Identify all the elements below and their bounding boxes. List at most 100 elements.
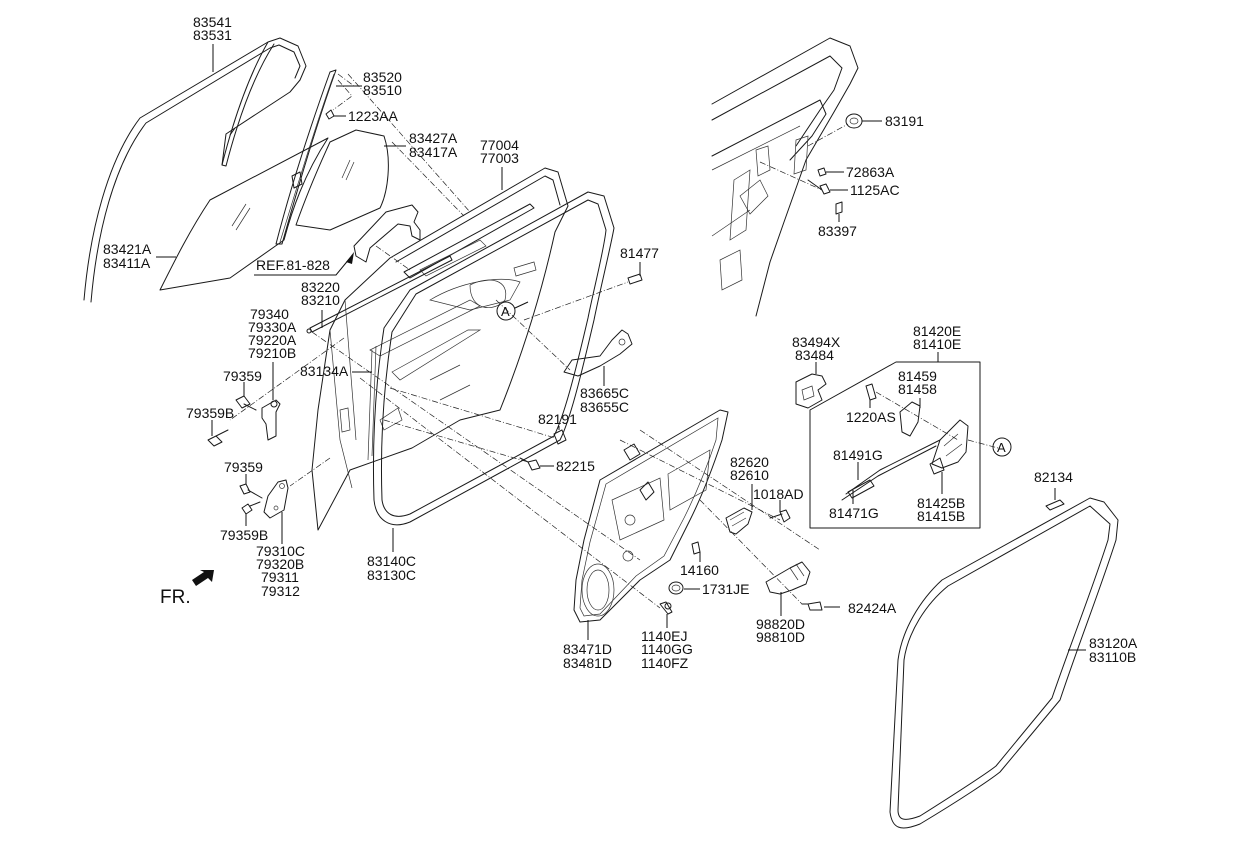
part-number-label[interactable]: 1125AC — [850, 182, 900, 198]
callout-bolt-81477[interactable]: 81477 — [620, 245, 659, 285]
part-number-label[interactable]: 79210B — [248, 345, 296, 361]
part-number-label[interactable]: 83210 — [301, 292, 340, 308]
callout-door-glass[interactable]: 83421A 83411A — [103, 241, 176, 271]
part-number-label[interactable]: 83541 — [193, 14, 232, 30]
part-number-label[interactable]: 81477 — [620, 245, 659, 261]
callout-lower-hinge-bolt[interactable]: 79359 — [224, 459, 263, 484]
callout-latch-assembly[interactable]: 81420E 81410E — [913, 323, 961, 352]
part-number-label[interactable]: 82620 — [730, 454, 769, 470]
callout-body-weatherstrip[interactable]: 83120A 83110B — [1068, 635, 1138, 665]
part-number-label[interactable]: 79220A — [248, 332, 297, 348]
part-number-label[interactable]: 83421A — [103, 241, 152, 257]
part-number-label[interactable]: 83134A — [300, 363, 349, 379]
part-number-label[interactable]: 81410E — [913, 336, 961, 352]
callout-bolts-1140[interactable]: 1140EJ 1140GG 1140FZ — [641, 614, 693, 671]
part-number-label[interactable]: 83531 — [193, 27, 232, 43]
part-number-label[interactable]: 1220AS — [846, 409, 896, 425]
part-number-label[interactable]: 79320B — [256, 556, 304, 572]
part-number-label[interactable]: 83494X — [792, 334, 841, 350]
part-number-label[interactable]: 1140GG — [641, 641, 693, 657]
callout-hinge-bolt-upper[interactable]: 79359 — [223, 368, 262, 396]
part-number-label[interactable]: 83427A — [409, 130, 458, 146]
part-number-label[interactable]: 83520 — [363, 69, 402, 85]
part-number-label[interactable]: 83471D — [563, 641, 612, 657]
part-number-label[interactable]: 79359B — [220, 527, 268, 543]
callout-plug-82191[interactable]: 82191 — [538, 411, 577, 430]
part-number-label[interactable]: 83655C — [580, 399, 629, 415]
callout-bolt-1220as[interactable]: 1220AS — [846, 400, 896, 425]
callout-door-weatherstrip[interactable]: 83140C 83130C — [367, 528, 416, 583]
part-number-label[interactable]: 83417A — [409, 144, 458, 160]
callout-quarter-glass[interactable]: 83427A 83417A — [384, 130, 458, 160]
part-number-label[interactable]: 83191 — [885, 113, 924, 129]
callout-inner-weatherstrip[interactable]: 83220 83210 — [301, 279, 340, 328]
part-number-label[interactable]: 83665C — [580, 385, 629, 401]
callout-lower-hinge-bolt-b[interactable]: 79359B — [220, 514, 268, 543]
part-number-label[interactable]: 79359 — [223, 368, 262, 384]
part-number-label[interactable]: 1731JE — [702, 581, 749, 597]
part-number-label[interactable]: 83484 — [795, 347, 834, 363]
part-number-label[interactable]: 77004 — [480, 137, 519, 153]
part-number-label[interactable]: 83411A — [103, 255, 151, 271]
part-number-label[interactable]: 14160 — [680, 562, 719, 578]
callout-clip-82215[interactable]: 82215 — [540, 458, 595, 474]
ref-81-828-label[interactable]: REF.81-828 — [256, 257, 330, 273]
callout-cable-81491g[interactable]: 81491G — [833, 447, 883, 480]
part-number-label[interactable]: 82215 — [556, 458, 595, 474]
callout-window-motor[interactable]: 98820D 98810D — [756, 592, 805, 645]
callout-striker-cap[interactable]: 83191 — [862, 113, 924, 129]
part-number-label[interactable]: 1140FZ — [641, 655, 689, 671]
part-number-label[interactable]: 81458 — [898, 381, 937, 397]
part-number-label[interactable]: 82610 — [730, 467, 769, 483]
callout-latch-actuator[interactable]: 81425B 81415B — [917, 472, 965, 524]
callout-screw-82424a[interactable]: 82424A — [824, 600, 897, 616]
part-number-label[interactable]: 83140C — [367, 553, 416, 569]
part-number-label[interactable]: 83220 — [301, 279, 340, 295]
callout-cable-81471g[interactable]: 81471G — [829, 490, 879, 521]
part-number-label[interactable]: 77003 — [480, 150, 519, 166]
part-number-label[interactable]: 79330A — [248, 319, 297, 335]
callout-glass-run-upper[interactable]: 83541 83531 — [193, 14, 232, 72]
part-number-label[interactable]: 82134 — [1034, 469, 1073, 485]
callout-pad-83397[interactable]: 83397 — [818, 214, 857, 239]
part-number-label[interactable]: 83397 — [818, 223, 857, 239]
part-number-label[interactable]: 83481D — [563, 655, 612, 671]
part-number-label[interactable]: 81491G — [833, 447, 883, 463]
callout-tape-82134[interactable]: 82134 — [1034, 469, 1073, 500]
part-number-label[interactable]: 79310C — [256, 543, 305, 559]
part-number-label[interactable]: 79340 — [250, 306, 289, 322]
part-number-label[interactable]: 82424A — [848, 600, 897, 616]
part-number-label[interactable]: 79359B — [186, 405, 234, 421]
part-number-label[interactable]: 79359 — [224, 459, 263, 475]
callout-screw-1125ac[interactable]: 1125AC — [830, 182, 900, 198]
callout-upper-hinge[interactable]: 79340 79330A 79220A 79210B — [248, 306, 297, 400]
part-number-label[interactable]: 98820D — [756, 616, 805, 632]
part-number-label[interactable]: 81425B — [917, 495, 965, 511]
part-number-label[interactable]: 83510 — [363, 82, 402, 98]
callout-screw-1223aa[interactable]: 1223AA — [334, 108, 398, 124]
callout-pin-14160[interactable]: 14160 — [680, 552, 719, 578]
callout-clip-72863a[interactable]: 72863A — [826, 164, 895, 180]
part-number-label[interactable]: 83110B — [1089, 649, 1136, 665]
part-number-label[interactable]: 98810D — [756, 629, 805, 645]
part-number-label[interactable]: 81415B — [917, 508, 965, 524]
callout-latch-bracket[interactable]: 83494X 83484 — [792, 334, 841, 374]
callout-screw-1018ad[interactable]: 1018AD — [753, 486, 804, 512]
part-number-label[interactable]: 81459 — [898, 368, 937, 384]
callout-outside-handle-bracket[interactable]: 82620 82610 — [730, 454, 769, 510]
callout-delta-moulding[interactable]: 83520 83510 — [336, 69, 402, 98]
part-number-label[interactable]: 82191 — [538, 411, 577, 427]
part-number-label[interactable]: 83130C — [367, 567, 416, 583]
callout-module-panel[interactable]: 83471D 83481D — [563, 620, 612, 671]
part-number-label[interactable]: 79311 — [261, 569, 299, 585]
part-number-label[interactable]: 83120A — [1089, 635, 1138, 651]
part-number-label[interactable]: 1140EJ — [641, 628, 687, 644]
callout-hinge-bolt-upper-b[interactable]: 79359B — [186, 405, 234, 436]
part-number-label[interactable]: 1018AD — [753, 486, 804, 502]
callout-inside-handle[interactable]: 83665C 83655C — [580, 366, 629, 415]
callout-grommet-1731je[interactable]: 1731JE — [684, 581, 749, 597]
part-number-label[interactable]: 81471G — [829, 505, 879, 521]
callout-lower-hinge[interactable]: 79310C 79320B 79311 79312 — [256, 512, 305, 599]
part-number-label[interactable]: 79312 — [261, 583, 300, 599]
callout-outer-belt-moulding[interactable]: 77004 77003 — [480, 137, 519, 190]
